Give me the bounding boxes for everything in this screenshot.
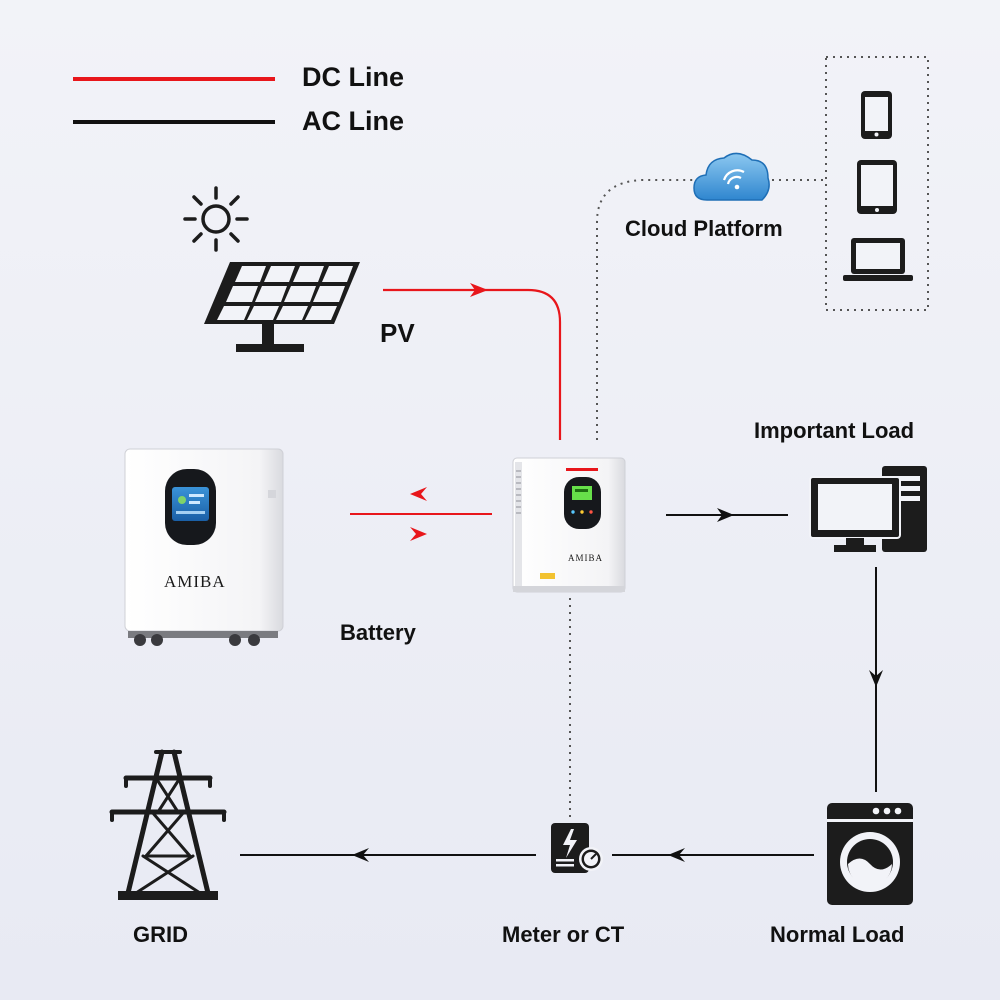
inverter-brand: AMIBA	[568, 553, 604, 563]
meter-icon	[551, 823, 603, 873]
tablet-icon	[857, 160, 897, 214]
important-load-label: Important Load	[754, 418, 915, 443]
ac-arrow-important-load	[717, 508, 734, 522]
dc-line-pv	[383, 288, 562, 440]
legend-ac-label: AC Line	[302, 106, 405, 136]
pv-label: PV	[380, 318, 415, 348]
meter-label: Meter or CT	[502, 922, 625, 947]
dc-arrow-pv	[470, 283, 488, 297]
ac-arrow-normal-load	[869, 670, 883, 687]
battery-unit	[124, 448, 284, 646]
legend-dc-label: DC Line	[302, 62, 405, 92]
tower-base	[118, 891, 218, 900]
laptop-icon	[843, 238, 913, 281]
inverter-unit	[512, 457, 626, 593]
ac-arrow-meter	[668, 848, 685, 862]
dc-arrow-to-battery	[410, 487, 427, 501]
battery-brand: AMIBA	[164, 572, 226, 591]
transmission-tower-icon	[109, 749, 227, 896]
smartphone-icon	[861, 91, 892, 139]
grid-label: GRID	[133, 922, 188, 947]
cloud-wifi-icon	[693, 152, 770, 201]
devices-box	[825, 56, 929, 311]
battery-label: Battery	[340, 620, 416, 645]
cloud-platform-label: Cloud Platform	[625, 216, 783, 241]
dc-arrow-to-inverter	[410, 527, 427, 541]
desktop-computer-icon	[809, 466, 927, 552]
solar-panel-icon	[204, 262, 360, 352]
ac-arrow-grid	[352, 848, 369, 862]
normal-load-label: Normal Load	[770, 922, 905, 947]
washing-machine-icon	[827, 803, 913, 905]
sun-icon	[183, 186, 249, 252]
